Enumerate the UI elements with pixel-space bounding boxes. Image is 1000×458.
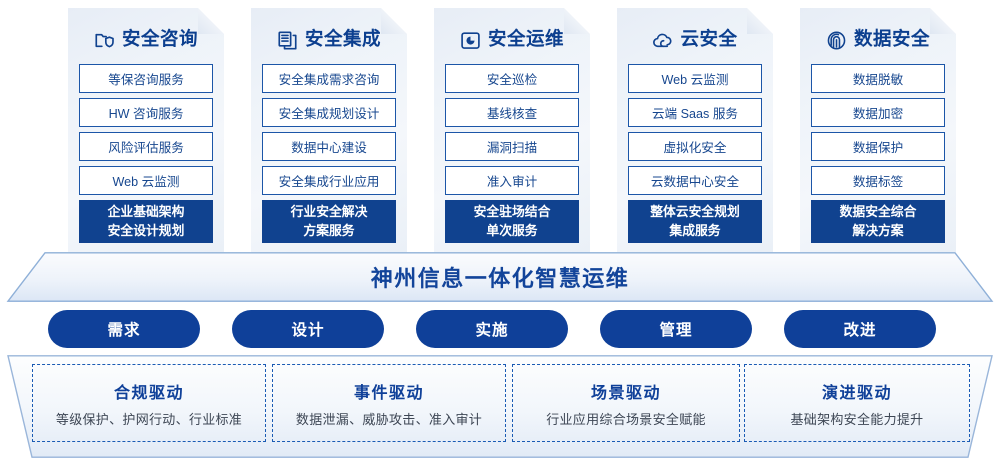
card-item[interactable]: 云数据中心安全 bbox=[628, 166, 762, 195]
driver-title: 场景驱动 bbox=[590, 384, 661, 402]
pillar-card[interactable]: 安全运维安全巡检基线核查漏洞扫描准入审计安全驻场结合单次服务 bbox=[434, 8, 590, 252]
card-item[interactable]: 安全巡检 bbox=[445, 64, 579, 93]
driver-box[interactable]: 场景驱动行业应用综合场景安全赋能 bbox=[512, 364, 740, 442]
card-item[interactable]: 数据脱敏 bbox=[811, 64, 945, 93]
card-highlight[interactable]: 整体云安全规划集成服务 bbox=[628, 200, 762, 243]
card-title: 云安全 bbox=[680, 27, 738, 49]
card-header: 安全咨询 bbox=[68, 22, 224, 56]
card-item[interactable]: Web 云监测 bbox=[628, 64, 762, 93]
card-highlight-line1: 整体云安全规划 bbox=[650, 204, 740, 220]
card-item[interactable]: 数据加密 bbox=[811, 98, 945, 127]
card-header: 云安全 bbox=[617, 22, 773, 56]
card-item[interactable]: 数据保护 bbox=[811, 132, 945, 161]
drivers-outline bbox=[7, 355, 993, 458]
card-highlight-line1: 企业基础架构 bbox=[107, 204, 185, 220]
phase-pill[interactable]: 需求 bbox=[48, 310, 200, 348]
card-item[interactable]: 风险评估服务 bbox=[79, 132, 213, 161]
card-item[interactable]: 准入审计 bbox=[445, 166, 579, 195]
card-item[interactable]: 安全集成需求咨询 bbox=[262, 64, 396, 93]
card-highlight[interactable]: 企业基础架构安全设计规划 bbox=[79, 200, 213, 243]
card-title: 安全集成 bbox=[304, 27, 381, 49]
card-header: 安全集成 bbox=[251, 22, 407, 56]
card-highlight-line2: 方案服务 bbox=[303, 222, 355, 238]
pillar-card[interactable]: 云安全 Web 云监测云端 Saas 服务虚拟化安全云数据中心安全整体云安全规划集… bbox=[617, 8, 773, 252]
card-item[interactable]: 数据中心建设 bbox=[262, 132, 396, 161]
card-title: 安全运维 bbox=[487, 27, 564, 49]
cloud-icon bbox=[652, 30, 673, 51]
card-item[interactable]: Web 云监测 bbox=[79, 166, 213, 195]
banner-outline bbox=[6, 252, 994, 302]
fingerprint-icon bbox=[826, 30, 847, 51]
driver-title: 事件驱动 bbox=[353, 384, 424, 402]
driver-subtitle: 数据泄漏、威胁攻击、准入审计 bbox=[295, 411, 483, 427]
card-item[interactable]: 等保咨询服务 bbox=[79, 64, 213, 93]
card-highlight-line2: 集成服务 bbox=[669, 222, 721, 238]
drivers-shape bbox=[8, 355, 992, 458]
card-title: 数据安全 bbox=[853, 27, 930, 49]
card-highlight-line2: 解决方案 bbox=[852, 222, 904, 238]
documents-copy-icon bbox=[277, 30, 298, 51]
card-highlight-line1: 数据安全综合 bbox=[839, 204, 917, 220]
card-item-list: 等保咨询服务 HW 咨询服务风险评估服务 Web 云监测企业基础架构安全设计规划 bbox=[79, 64, 213, 243]
driver-box[interactable]: 事件驱动数据泄漏、威胁攻击、准入审计 bbox=[272, 364, 506, 442]
banner-title: 神州信息一体化智慧运维 bbox=[370, 266, 630, 291]
card-highlight-line2: 单次服务 bbox=[486, 222, 538, 238]
driver-subtitle: 基础架构安全能力提升 bbox=[790, 411, 924, 427]
card-item-list: 数据脱敏数据加密数据保护数据标签数据安全综合解决方案 bbox=[811, 64, 945, 243]
card-highlight-line1: 行业安全解决 bbox=[290, 204, 368, 220]
card-item[interactable]: 安全集成行业应用 bbox=[262, 166, 396, 195]
card-item[interactable]: 安全集成规划设计 bbox=[262, 98, 396, 127]
pillar-card[interactable]: 数据安全数据脱敏数据加密数据保护数据标签数据安全综合解决方案 bbox=[800, 8, 956, 252]
drivers-section: 合规驱动等级保护、护网行动、行业标准事件驱动数据泄漏、威胁攻击、准入审计场景驱动… bbox=[0, 355, 1000, 458]
card-item[interactable]: 基线核查 bbox=[445, 98, 579, 127]
card-item-list: 安全集成需求咨询安全集成规划设计数据中心建设安全集成行业应用行业安全解决方案服务 bbox=[262, 64, 396, 243]
card-item[interactable]: 云端 Saas 服务 bbox=[628, 98, 762, 127]
driver-subtitle: 等级保护、护网行动、行业标准 bbox=[55, 411, 243, 427]
card-highlight-line1: 安全驻场结合 bbox=[473, 204, 551, 220]
card-item-list: 安全巡检基线核查漏洞扫描准入审计安全驻场结合单次服务 bbox=[445, 64, 579, 243]
card-item-list: Web 云监测云端 Saas 服务虚拟化安全云数据中心安全整体云安全规划集成服务 bbox=[628, 64, 762, 243]
card-highlight[interactable]: 数据安全综合解决方案 bbox=[811, 200, 945, 243]
card-header: 安全运维 bbox=[434, 22, 590, 56]
card-highlight[interactable]: 行业安全解决方案服务 bbox=[262, 200, 396, 243]
phase-pill[interactable]: 设计 bbox=[232, 310, 384, 348]
card-highlight[interactable]: 安全驻场结合单次服务 bbox=[445, 200, 579, 243]
card-title: 安全咨询 bbox=[121, 27, 198, 49]
driver-box[interactable]: 合规驱动等级保护、护网行动、行业标准 bbox=[32, 364, 266, 442]
pillar-card[interactable]: 安全集成安全集成需求咨询安全集成规划设计数据中心建设安全集成行业应用行业安全解决… bbox=[251, 8, 407, 252]
phase-pill-row: 需求设计实施管理改进 bbox=[0, 310, 1000, 348]
platform-banner: 神州信息一体化智慧运维 bbox=[0, 252, 1000, 302]
folder-shield-icon bbox=[94, 30, 115, 51]
pie-chart-box-icon bbox=[460, 30, 481, 51]
driver-box[interactable]: 演进驱动基础架构安全能力提升 bbox=[744, 364, 970, 442]
card-item[interactable]: 漏洞扫描 bbox=[445, 132, 579, 161]
card-highlight-line2: 安全设计规划 bbox=[107, 222, 185, 238]
driver-subtitle: 行业应用综合场景安全赋能 bbox=[546, 411, 706, 427]
pillar-card[interactable]: 安全咨询等保咨询服务 HW 咨询服务风险评估服务 Web 云监测企业基础架构安全设计… bbox=[68, 8, 224, 252]
driver-title: 演进驱动 bbox=[821, 384, 892, 402]
phase-pill[interactable]: 管理 bbox=[600, 310, 752, 348]
card-item[interactable]: HW 咨询服务 bbox=[79, 98, 213, 127]
phase-pill[interactable]: 改进 bbox=[784, 310, 936, 348]
drivers-list: 合规驱动等级保护、护网行动、行业标准事件驱动数据泄漏、威胁攻击、准入审计场景驱动… bbox=[0, 355, 1000, 458]
phase-pill[interactable]: 实施 bbox=[416, 310, 568, 348]
driver-title: 合规驱动 bbox=[113, 384, 184, 402]
card-item[interactable]: 虚拟化安全 bbox=[628, 132, 762, 161]
card-header: 数据安全 bbox=[800, 22, 956, 56]
card-item[interactable]: 数据标签 bbox=[811, 166, 945, 195]
banner-shape bbox=[8, 252, 992, 302]
pillar-cards-row: 安全咨询等保咨询服务 HW 咨询服务风险评估服务 Web 云监测企业基础架构安全设计… bbox=[0, 0, 1000, 252]
